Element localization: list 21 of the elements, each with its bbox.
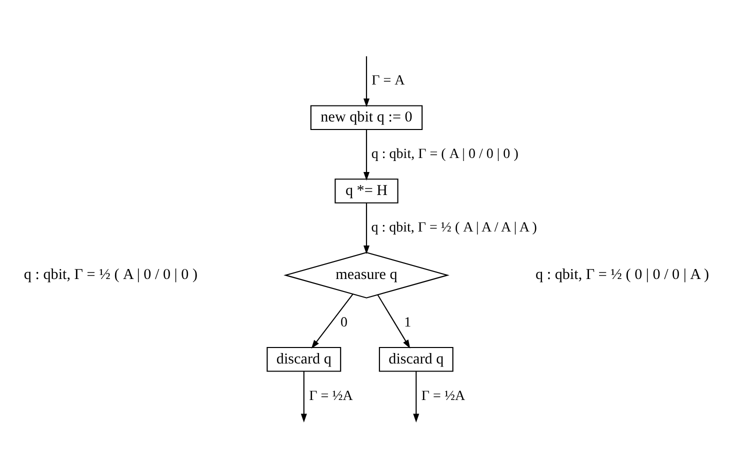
edge-label: Γ = ½A [309,387,353,404]
arrow [413,370,420,422]
node-box: discard q [378,346,454,372]
edge-label: Γ = A [372,72,405,88]
node-box: discard q [266,346,342,372]
arrow [363,202,370,254]
arrow [311,293,354,348]
edge-label: 1 [404,314,412,330]
node-box: new qbit q := 0 [310,104,423,130]
arrow [363,56,370,107]
label: q : qbit, Γ = ½ ( A | 0 / 0 | 0 ) [24,266,198,283]
arrow [363,129,370,180]
edge-label: 0 [340,314,348,330]
node-box: q *= H [334,178,398,203]
arrow [300,370,307,422]
label: q : qbit, Γ = ½ ( 0 | 0 / 0 | A ) [536,266,710,283]
edge-label: q : qbit, Γ = ( A | 0 / 0 | 0 ) [371,145,518,162]
node-diamond: measure q [284,251,450,298]
edge-label: q : qbit, Γ = ½ ( A | A / A | A ) [371,218,537,235]
arrow [377,294,410,348]
edge-label: Γ = ½A [421,387,466,404]
